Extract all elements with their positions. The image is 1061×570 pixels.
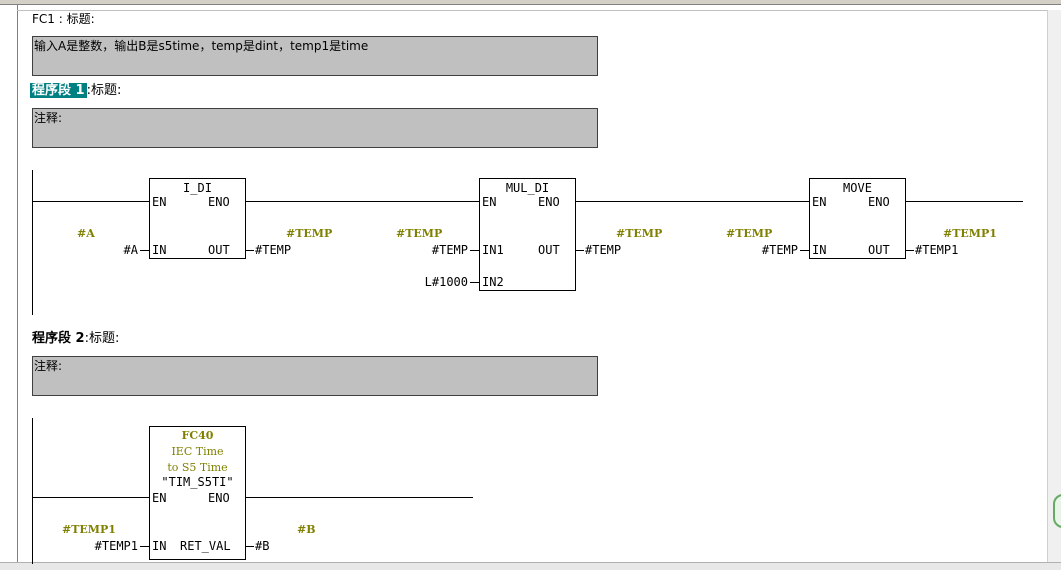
network-1-header[interactable]: 程序段 1:标题: [30,83,121,99]
editor-top-border [17,10,1047,11]
wire [32,497,150,498]
pin-stub [246,250,254,251]
network-1-comment-label: 注释: [34,111,63,125]
pin-stub [576,250,584,251]
symbol-tag: #TEMP [286,227,333,240]
power-rail [32,170,33,315]
block-comment-box[interactable]: 输入A是整数，输出B是s5time，temp是dint，temp1是time [32,36,598,76]
symbol-tag: #B [297,523,316,536]
in-operand[interactable]: #TEMP [761,243,798,257]
en-pin-label: EN [152,195,167,209]
in-pin-label: IN [152,243,167,257]
network-2-comment-box[interactable]: 注释: [32,356,598,396]
power-rail [32,418,33,564]
wire [905,201,1023,202]
network-2-comment-label: 注释: [34,359,63,373]
eno-pin-label: ENO [208,491,230,505]
in-pin-label: IN [152,539,167,553]
en-pin-label: EN [152,491,167,505]
out-operand[interactable]: #TEMP [585,243,622,257]
out-pin-label: OUT [208,243,230,257]
block-header: FC1 : 标题: [32,12,95,26]
pin-stub [470,250,479,251]
out-operand[interactable]: #TEMP1 [915,243,959,257]
wire [32,201,150,202]
pin-stub [800,250,809,251]
network-2-label[interactable]: 程序段 2 [32,331,85,346]
network-1-label[interactable]: 程序段 1 [30,83,87,98]
symbol-tag: #TEMP1 [62,523,116,536]
block-name: FC1 [32,12,55,26]
network-2-header[interactable]: 程序段 2:标题: [32,331,119,347]
toolbar-strip [0,0,1061,5]
eno-pin-label: ENO [538,195,560,209]
out-pin-label: OUT [868,243,890,257]
in1-operand[interactable]: #TEMP [431,243,468,257]
in-pin-label: IN [812,243,827,257]
in1-pin-label: IN1 [482,243,504,257]
fc40-block[interactable]: FC40 IEC Time to S5 Time "TIM_S5TI" EN E… [149,426,246,560]
ret-val-pin-label: RET_VAL [180,539,231,553]
pin-stub [246,546,254,547]
out-operand[interactable]: #B [255,539,270,553]
editor-left-border [17,4,18,564]
en-pin-label: EN [482,195,497,209]
network-1-comment-box[interactable]: 注释: [32,108,598,148]
symbol-tag: #TEMP1 [943,227,997,240]
fc-description-line-2: to S5 Time [167,461,228,474]
i-di-block[interactable]: I_DI EN ENO IN OUT [149,178,246,259]
block-name-label: MOVE [843,181,872,195]
in2-operand[interactable]: L#1000 [424,275,468,289]
block-name-label: I_DI [183,181,212,195]
block-title-label: : 标题: [58,12,95,26]
in-operand[interactable]: #A [123,243,138,257]
fc-number-label: FC40 [181,429,214,442]
wire [245,497,473,498]
eno-pin-label: ENO [208,195,230,209]
symbol-tag: #A [77,227,95,240]
symbol-tag: #TEMP [726,227,773,240]
fc-description-line-1: IEC Time [171,445,224,458]
eno-pin-label: ENO [868,195,890,209]
pin-stub [470,282,479,283]
move-block[interactable]: MOVE EN ENO IN OUT [809,178,906,259]
pin-stub [906,250,914,251]
symbol-tag: #TEMP [616,227,663,240]
wire [245,201,480,202]
network-1-title-label: :标题: [86,83,122,98]
in-operand[interactable]: #TEMP1 [94,539,138,553]
in2-pin-label: IN2 [482,275,504,289]
fc-symbol-name: "TIM_S5TI" [161,475,234,489]
mul-di-block[interactable]: MUL_DI EN ENO IN1 OUT IN2 [479,178,576,291]
block-comment-text: 输入A是整数，输出B是s5time，temp是dint，temp1是time [34,39,369,53]
horizontal-scrollbar[interactable] [0,562,1061,570]
out-pin-label: OUT [538,243,560,257]
en-pin-label: EN [812,195,827,209]
symbol-tag: #TEMP [396,227,443,240]
pin-stub [140,546,149,547]
vertical-scrollbar[interactable] [1047,10,1061,565]
pin-stub [140,250,149,251]
wire [575,201,810,202]
block-name-label: MUL_DI [505,181,550,195]
floating-status-icon[interactable] [1053,494,1061,528]
out-operand[interactable]: #TEMP [255,243,292,257]
network-2-title-label: :标题: [84,331,120,346]
